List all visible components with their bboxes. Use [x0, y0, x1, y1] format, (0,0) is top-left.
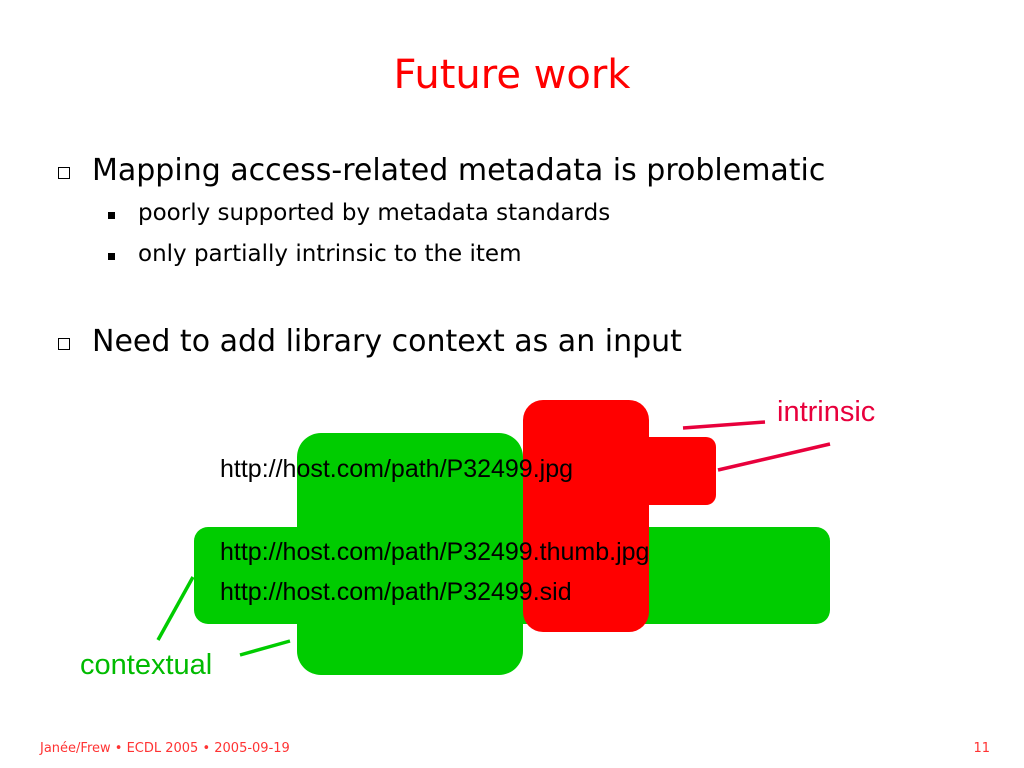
contextual-region-horizontal	[194, 527, 830, 624]
hollow-square-bullet-icon	[58, 338, 70, 350]
subbullet-poorly-supported: poorly supported by metadata standards	[138, 200, 611, 226]
intrinsic-connector-bottom	[717, 442, 831, 472]
url-thumb-jpg: http://host.com/path/P32499.thumb.jpg	[220, 538, 650, 566]
contextual-connector-bottom	[239, 639, 291, 657]
url-sid: http://host.com/path/P32499.sid	[220, 578, 572, 606]
bullet-mapping: Mapping access-related metadata is probl…	[92, 153, 826, 188]
intrinsic-label: intrinsic	[777, 396, 876, 428]
url-jpg: http://host.com/path/P32499.jpg	[220, 455, 574, 483]
contextual-label: contextual	[80, 649, 213, 681]
intrinsic-region-tab	[630, 437, 716, 505]
bullet-library-context: Need to add library context as an input	[92, 324, 682, 359]
subbullet-partially-intrinsic: only partially intrinsic to the item	[138, 241, 522, 267]
intrinsic-region-vertical	[523, 400, 649, 632]
square-bullet-icon	[108, 253, 115, 260]
square-bullet-icon	[108, 212, 115, 219]
contextual-connector-left	[156, 576, 195, 641]
page-number: 11	[973, 741, 990, 756]
footer-citation: Janée/Frew • ECDL 2005 • 2005-09-19	[40, 741, 290, 756]
hollow-square-bullet-icon	[58, 167, 70, 179]
slide-title: Future work	[393, 52, 631, 98]
intrinsic-connector-top	[682, 420, 766, 430]
